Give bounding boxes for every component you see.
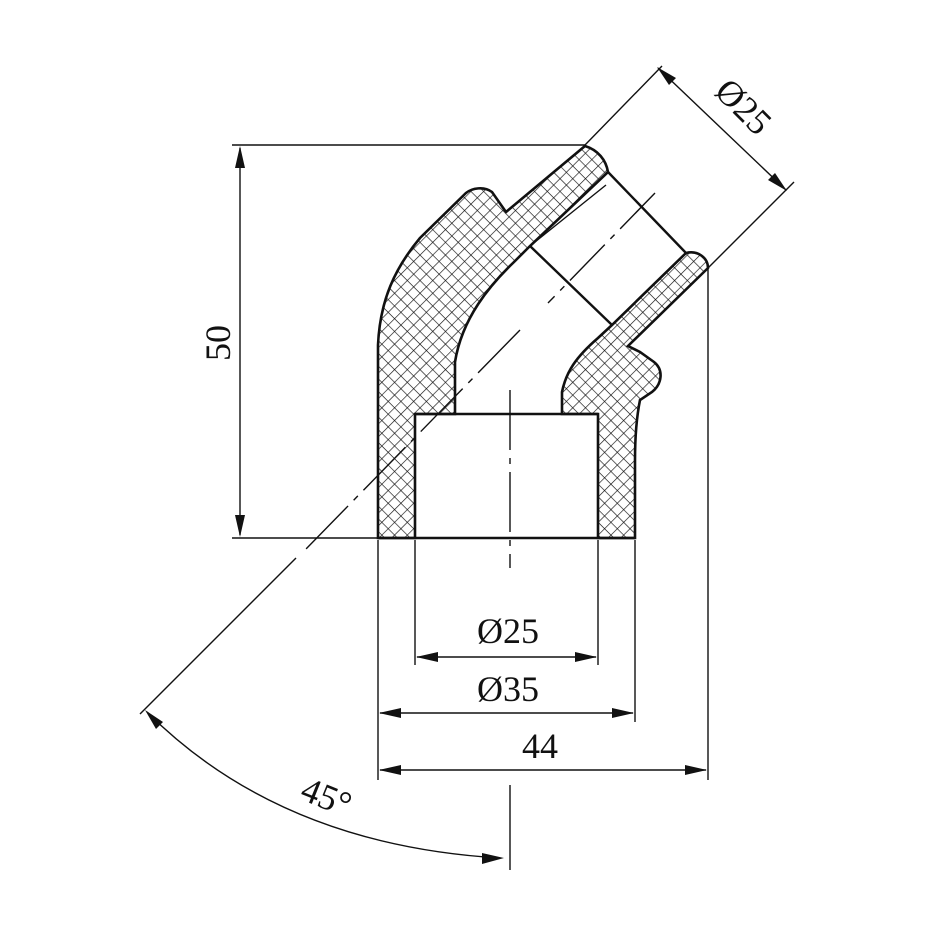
dim-height-arrow-bottom [235,515,245,537]
center-lines [139,192,656,870]
dim-angle-arrow-b [482,853,504,864]
dim-outer-arrow-right [612,708,634,718]
label-overall-height: 50 [198,325,238,361]
angled-centerline [547,192,656,304]
ext-outlet-a [584,65,663,146]
dim-angle-arc [146,711,501,859]
outlet-face-top [607,171,687,254]
dim-outlet-arrow-b [768,173,787,191]
dim-outer-arrow-left [379,708,401,718]
dim-inner-arrow-right [575,652,597,662]
outlet-inner-left [529,184,607,247]
label-overall-width: 44 [522,726,558,766]
outlet-inner-right [611,252,687,326]
label-inner-diameter: Ø25 [477,611,539,651]
dim-angle-arrow-a [145,710,163,729]
label-outlet-diameter: Ø25 [707,70,779,142]
label-outer-diameter: Ø35 [477,669,539,709]
angled-centerline-mid [304,329,521,551]
dim-inner-arrow-left [416,652,438,662]
dim-width-arrow-right [685,765,707,775]
extension-lines [232,65,795,780]
angle-extension-line [139,557,297,715]
dimension-lines [145,67,787,864]
dim-outlet-line [657,67,787,191]
outlet-bore-line [529,245,613,326]
dim-outlet-arrow-a [657,67,676,85]
ext-outlet-b [707,181,795,269]
dim-width-arrow-left [379,765,401,775]
dimension-labels: 50 Ø25 Ø35 44 Ø25 45° [198,70,780,824]
fitting-right-wall [560,251,710,540]
fitting-left-wall [376,144,610,540]
dim-height-arrow-top [235,146,245,168]
fitting-body [376,144,710,540]
